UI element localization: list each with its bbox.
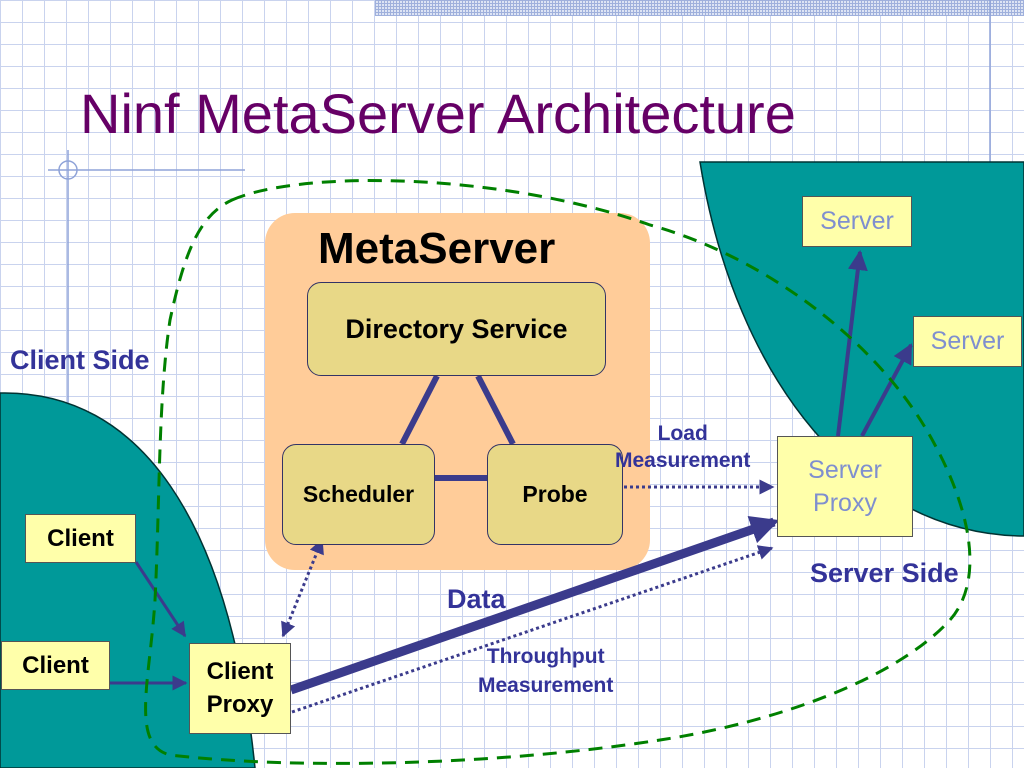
client-box-2: Client	[1, 641, 110, 690]
dotted-arrows	[281, 479, 775, 714]
client-proxy-box: Client Proxy	[189, 643, 291, 734]
top-pattern-band	[375, 0, 1024, 16]
client-proxy-label-line2: Proxy	[206, 690, 274, 718]
load-measurement-label: Load Measurement	[615, 420, 750, 475]
load-label-line1: Load	[657, 422, 708, 445]
server-proxy-label-line1: Server	[808, 456, 882, 484]
client-2-label: Client	[22, 651, 89, 679]
server-2-label: Server	[930, 327, 1005, 355]
client-side-label: Client Side	[10, 345, 150, 375]
server-box-2: Server	[913, 316, 1022, 367]
scheduler-box: Scheduler	[282, 444, 435, 545]
client-1-label: Client	[47, 524, 114, 552]
throughput-label-line2: Measurement	[478, 674, 614, 698]
server-proxy-label-line2: Proxy	[813, 488, 877, 517]
scheduler-label: Scheduler	[302, 481, 415, 507]
metaserver-links	[399, 374, 516, 481]
metaserver-label: MetaServer	[318, 224, 556, 273]
title-guides	[48, 0, 991, 420]
server-proxy-box: Server Proxy	[777, 436, 913, 537]
server-arrows	[836, 250, 913, 437]
client-box-1: Client	[25, 514, 136, 563]
data-arrow	[289, 515, 780, 695]
throughput-label-line1: Throughput	[486, 645, 605, 668]
page-title: Ninf MetaServer Architecture	[80, 82, 796, 145]
server-box-1: Server	[802, 196, 912, 247]
server-side-label: Server Side	[810, 558, 959, 588]
system-boundary	[144, 179, 972, 765]
throughput-measurement-label: Throughput Measurement	[478, 642, 613, 701]
client-proxy-label-line1: Client	[206, 658, 274, 686]
data-label: Data	[447, 584, 506, 614]
probe-label: Probe	[522, 481, 588, 507]
probe-box: Probe	[487, 444, 623, 545]
load-label-line2: Measurement	[615, 449, 751, 473]
directory-service-box: Directory Service	[307, 282, 606, 376]
directory-service-label: Directory Service	[345, 313, 568, 344]
server-1-label: Server	[820, 207, 894, 235]
